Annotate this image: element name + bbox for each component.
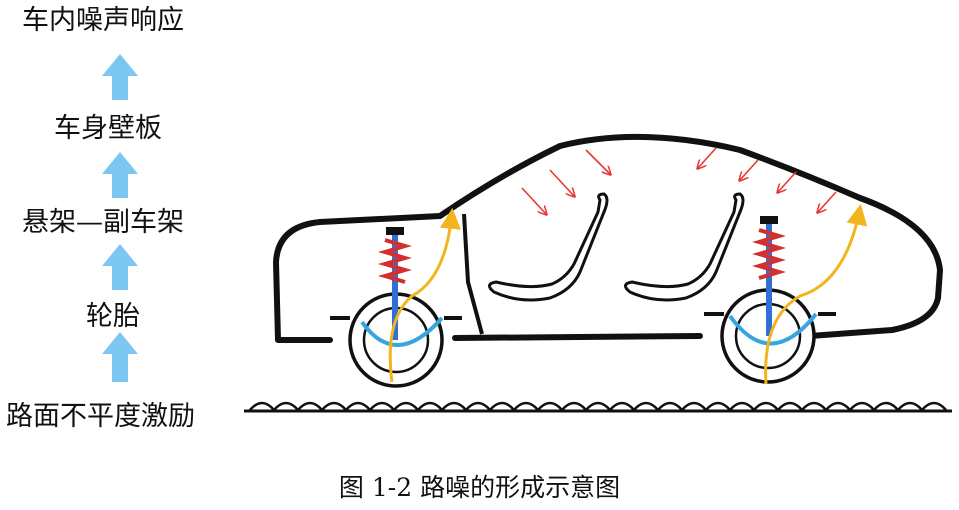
noise-arrow-4 xyxy=(698,147,717,168)
rear-seat xyxy=(624,192,745,302)
noise-arrow-5 xyxy=(740,159,759,180)
flow-arrow-1 xyxy=(102,54,138,100)
b-pillar xyxy=(462,213,484,335)
noise-arrows xyxy=(521,147,837,214)
step-body-panel: 车身壁板 xyxy=(54,113,162,144)
step-tire: 轮胎 xyxy=(86,301,140,332)
step-road-excitation: 路面不平度激励 xyxy=(6,401,195,432)
noise-arrow-6 xyxy=(778,171,797,192)
car-diagram xyxy=(244,133,952,413)
rear-suspension xyxy=(752,216,786,336)
front-seat xyxy=(488,192,609,302)
noise-arrow-2 xyxy=(549,169,574,196)
noise-arrow-3 xyxy=(585,149,610,174)
noise-arrow-7 xyxy=(818,191,837,212)
rear-vibration-path xyxy=(764,203,868,385)
figure-caption: 图 1-2 路噪的形成示意图 xyxy=(338,473,621,502)
step-cabin-noise: 车内噪声响应 xyxy=(22,5,184,36)
front-vibration-path xyxy=(388,207,461,383)
flow-arrow-4 xyxy=(102,332,138,382)
flow-arrow-3 xyxy=(102,244,138,290)
step-suspension-subframe: 悬架—副车架 xyxy=(22,207,184,238)
road-surface xyxy=(244,401,952,413)
flow-arrow-2 xyxy=(102,152,138,198)
noise-arrow-1 xyxy=(521,187,546,214)
